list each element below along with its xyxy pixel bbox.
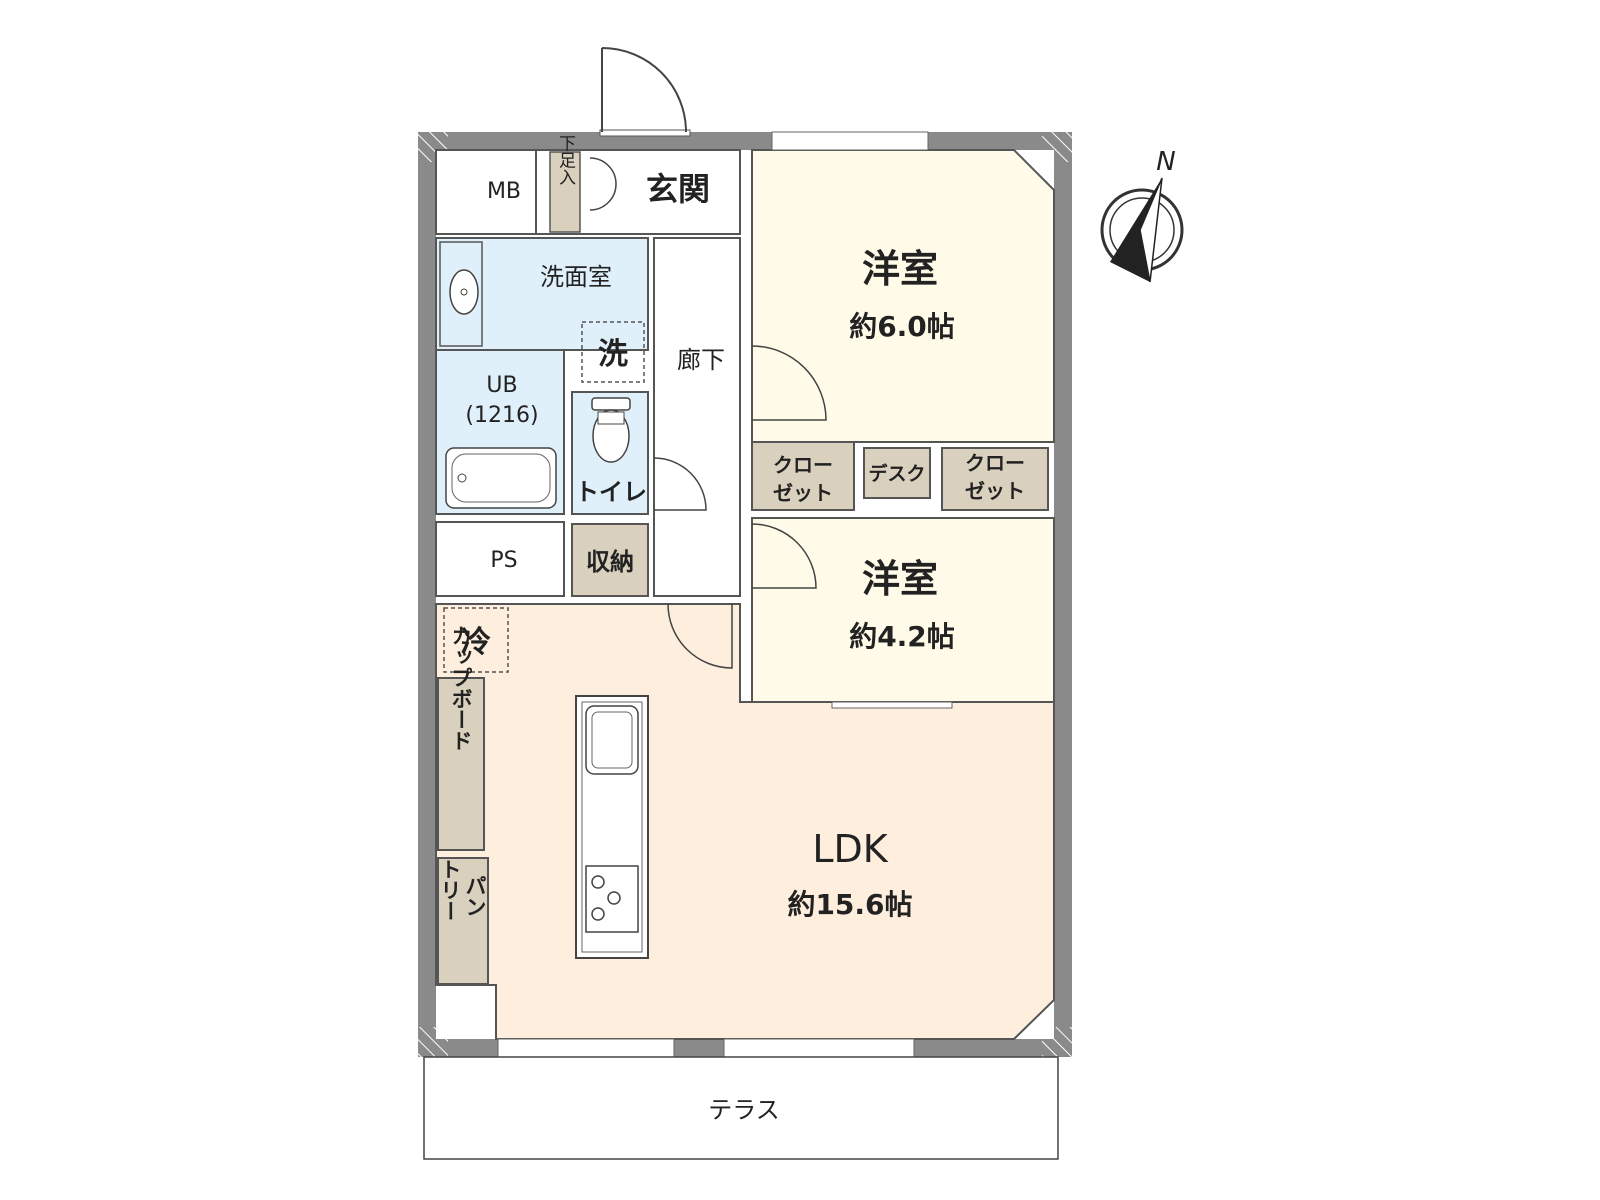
kitchen-sink-icon (585, 705, 639, 775)
label-closet2-line2: ゼット (965, 479, 1025, 503)
label-entrance: 玄関 (646, 170, 710, 208)
front-door-swing (601, 47, 687, 133)
ldk-door (667, 603, 733, 669)
label-pantry-line2: トリー (438, 859, 462, 922)
closet-1 (751, 441, 855, 511)
label-shoe-box: 下足入 (555, 135, 576, 186)
label-fridge: 冷 (461, 625, 491, 660)
label-corridor: 廊下 (677, 346, 725, 374)
label-washer: 洗 (598, 337, 628, 372)
label-unit-bath-size: (1216) (465, 403, 538, 428)
label-storage: 収納 (586, 548, 634, 576)
shoe-box (549, 151, 581, 233)
label-cupboard: カップボード (449, 625, 473, 751)
label-toilet: トイレ (575, 478, 647, 506)
western-room-1 (751, 149, 1055, 443)
storage-closet (571, 523, 649, 597)
entrance-door-inner (589, 157, 617, 211)
terrace (423, 1056, 1059, 1160)
label-room1-name: 洋室 (862, 247, 938, 291)
corridor-area (653, 237, 741, 597)
label-pantry-line1: パン (463, 875, 487, 917)
desk (863, 447, 931, 499)
label-closet1-line1: クロー (773, 453, 833, 477)
cupboard (437, 677, 485, 851)
label-north: N (1156, 147, 1175, 177)
washer-space (581, 321, 645, 383)
label-room1-size: 約6.0帖 (849, 310, 955, 343)
fridge-space (443, 607, 509, 673)
sink-icon (439, 241, 483, 347)
label-unit-bath: UB (486, 373, 517, 398)
bedroom-2-door (751, 523, 817, 589)
label-room2-name: 洋室 (862, 557, 938, 601)
label-ldk-size: 約15.6帖 (787, 888, 912, 921)
bathtub-icon (445, 447, 557, 509)
label-washroom: 洗面室 (540, 263, 612, 291)
north-arrow-icon (1100, 177, 1184, 283)
label-terrace: テラス (708, 1096, 780, 1124)
toilet-door (653, 457, 707, 511)
label-ps: PS (490, 548, 517, 573)
label-ldk-name: LDK (812, 827, 888, 871)
label-desk: デスク (868, 462, 925, 485)
pantry (437, 857, 489, 985)
label-mb: MB (487, 179, 521, 204)
closet-2 (941, 447, 1049, 511)
label-closet1-line2: ゼット (773, 481, 833, 505)
label-room2-size: 約4.2帖 (849, 620, 955, 653)
toilet-icon (591, 397, 631, 463)
ps-shaft (435, 521, 565, 597)
bedroom-1-door (751, 345, 827, 421)
western-room-2 (751, 517, 1055, 703)
label-closet2-line1: クロー (965, 451, 1025, 475)
entrance-area (435, 149, 741, 235)
stove-icon (585, 865, 639, 933)
